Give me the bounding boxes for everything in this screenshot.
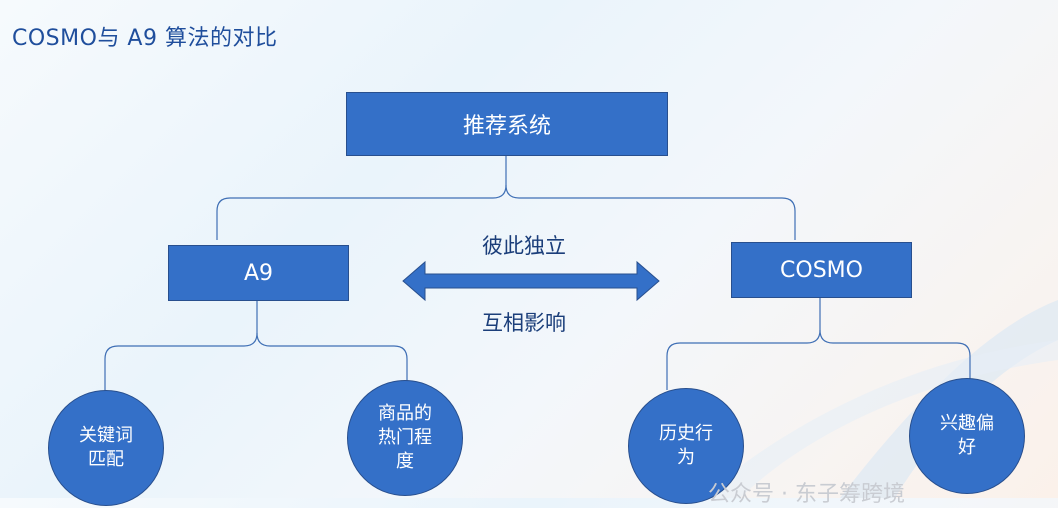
root-node-recommendation-system: 推荐系统 — [346, 92, 668, 156]
leaf-product-popularity: 商品的热门程度 — [347, 380, 463, 496]
page-title: COSMO与 A9 算法的对比 — [12, 26, 278, 51]
arrow-label-interact: 互相影响 — [482, 311, 566, 335]
leaf-interest-preference: 兴趣偏好 — [909, 378, 1025, 494]
double-arrow-icon — [402, 260, 660, 302]
arrow-label-independent: 彼此独立 — [482, 234, 566, 258]
right-node-cosmo: COSMO — [731, 242, 912, 298]
watermark: 公众号 · 东子筹跨境 — [708, 482, 905, 507]
leaf-history-behavior: 历史行为 — [628, 388, 744, 504]
leaf-keyword-matching: 关键词匹配 — [48, 390, 164, 506]
left-node-a9: A9 — [168, 245, 349, 301]
